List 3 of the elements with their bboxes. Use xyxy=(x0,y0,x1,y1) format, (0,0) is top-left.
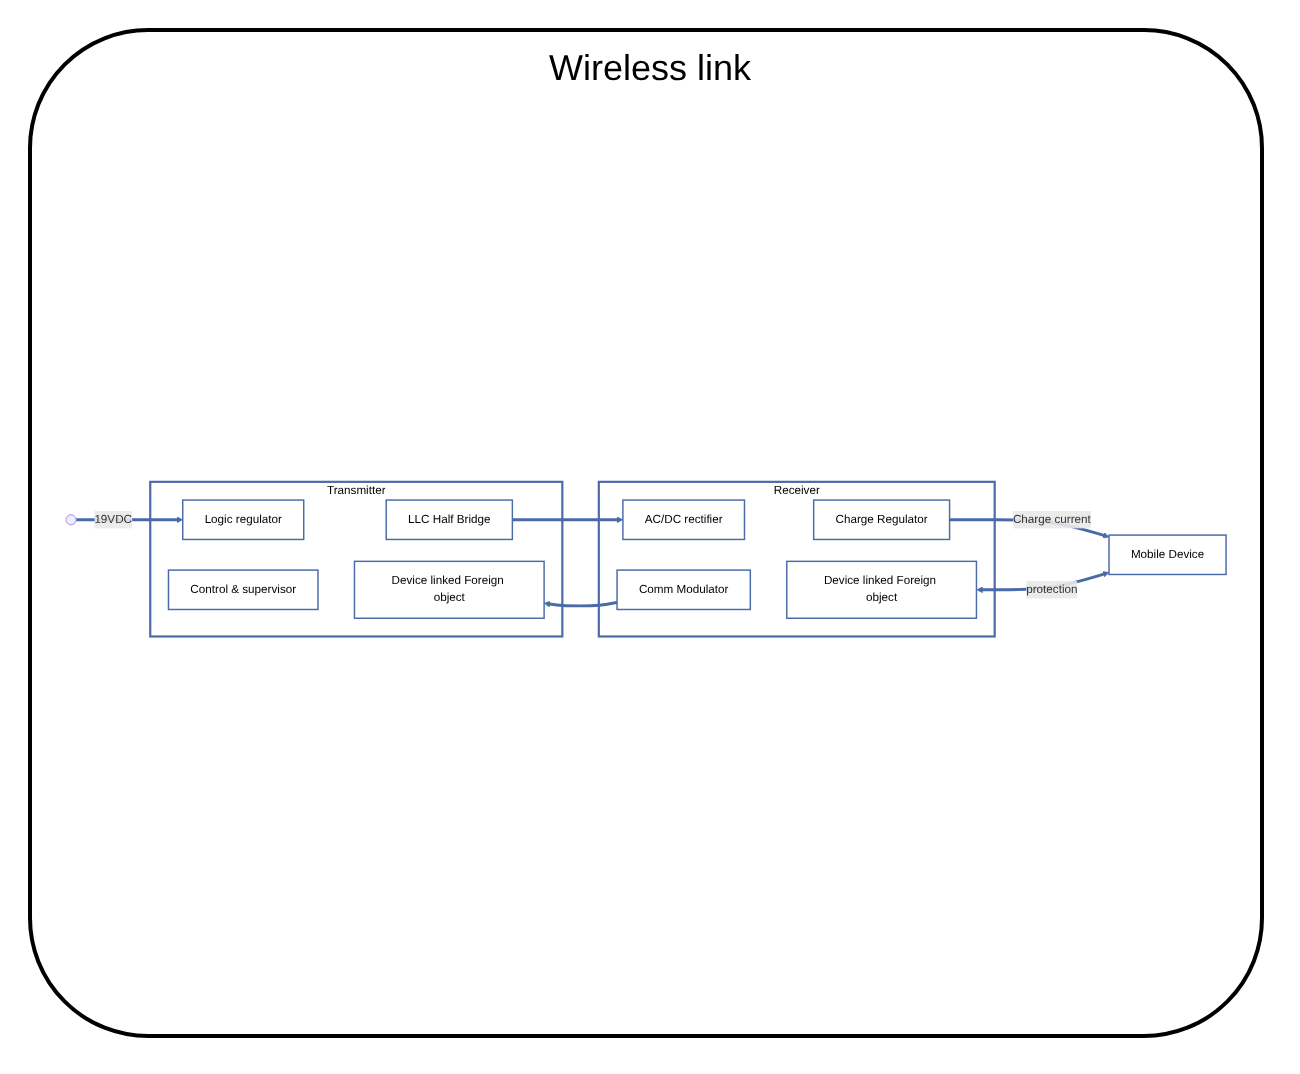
arrow xyxy=(512,517,624,524)
annotation-text: Wireless link xyxy=(548,48,751,90)
arrow xyxy=(543,601,618,609)
